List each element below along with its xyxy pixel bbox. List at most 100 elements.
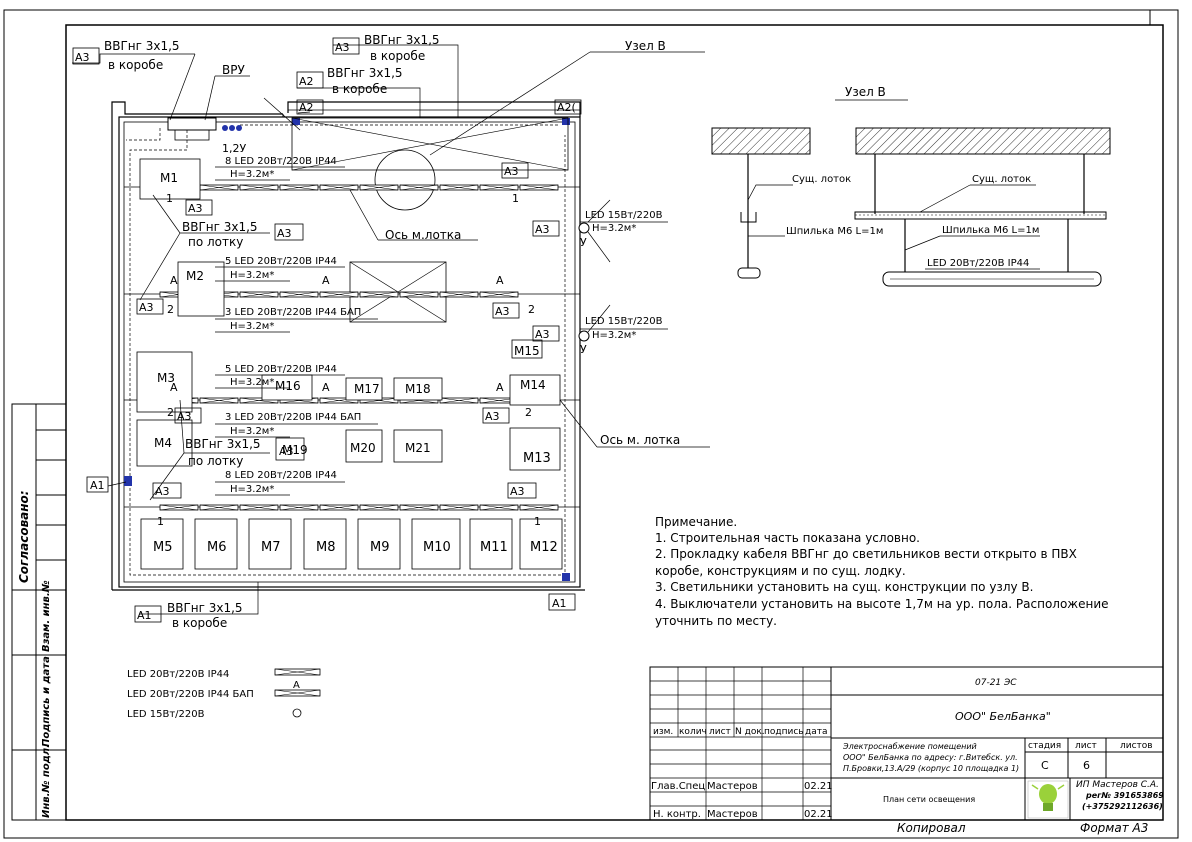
cable-note-tray1: по лотку — [188, 235, 243, 249]
notes-title: Примечание. — [655, 515, 737, 529]
note-line-6: уточнить по месту. — [655, 614, 777, 628]
stamp-inv-ref: Взам. инв.№ — [41, 580, 52, 652]
role-2: Н. контр. — [653, 809, 701, 820]
luminaire-row-4 — [159, 504, 559, 511]
num-1-r4r: 1 — [534, 515, 541, 528]
room-m16: М16 — [275, 379, 301, 393]
lum-label-row2b: 3 LED 20Вт/220В IP44 БАП — [225, 307, 361, 318]
company-line-3: (+375292112636) — [1082, 802, 1163, 811]
cable-label-bottom: ВВГнг 3х1,5 — [167, 601, 243, 615]
hdr-podpis: подпись — [764, 727, 804, 737]
stage-header: стадия — [1028, 741, 1061, 751]
node-b-detail: Узел В Сущ. лоток Сущ. лоток Шпилька М6 … — [711, 85, 1111, 287]
luminaire-row-1 — [159, 184, 559, 191]
lum-label-row3b: 3 LED 20Вт/220В IP44 БАП — [225, 412, 361, 423]
num-1-r1b: 1 — [512, 192, 519, 205]
note-line-5: 4. Выключатели установить на высоте 1,7м… — [655, 597, 1109, 611]
notes: Примечание. 1. Строительная часть показа… — [655, 515, 1109, 628]
sheet-header: лист — [1075, 741, 1097, 751]
switch-u-1: У — [580, 236, 587, 249]
node-b-label: Узел В — [625, 39, 666, 53]
led15-height-1: Н=3.2м* — [592, 223, 636, 234]
lum-label-row4: 8 LED 20Вт/220В IP44 — [225, 470, 337, 481]
num-2-r2: 2 — [167, 303, 174, 316]
client-name: ООО" БелБанка" — [955, 710, 1051, 723]
room-m11: М11 — [480, 540, 508, 555]
cable-note-top: в коробе — [370, 49, 425, 63]
object-line-3: П.Бровки,13.А/29 (корпус 10 площадка 1) — [843, 764, 1019, 773]
note-line-2: 2. Прокладку кабеля ВВГнг до светильнико… — [655, 547, 1077, 561]
tag-a3-r3l: А3 — [177, 410, 192, 423]
hdr-izm: изм. — [653, 727, 673, 737]
title-block — [649, 666, 1164, 821]
detail-tray-2: Сущ. лоток — [972, 174, 1031, 185]
stamp-agreed: Согласовано: — [17, 490, 31, 583]
sign-a-3: А — [496, 274, 504, 287]
height-row3b: Н=3.2м* — [230, 426, 274, 437]
note-line-1: 1. Строительная часть показана условно. — [655, 531, 920, 545]
room-m18: М18 — [405, 382, 431, 396]
cable-note-bottom: в коробе — [172, 616, 227, 630]
note-line-4: 3. Светильники установить на сущ. констр… — [655, 580, 1033, 594]
room-m14: М14 — [520, 378, 546, 392]
tray-axis-label-2: Ось м. лотка — [600, 433, 680, 447]
side-stamp — [11, 403, 67, 821]
height-row1: Н=3.2м* — [230, 169, 274, 180]
object-line-1: Электроснабжение помещений — [842, 742, 977, 751]
floor-plan: А3 ВВГнг 3х1,5 в коробе ВРУ А3 ВВГнг 3х1… — [72, 33, 710, 630]
outer-frame — [3, 9, 1179, 839]
cable-label-top-left: ВВГнг 3х1,5 — [104, 39, 180, 53]
tag-a3-m1: А3 — [188, 202, 203, 215]
hdr-list: лист — [709, 727, 731, 737]
copied-label: Копировал — [897, 821, 966, 835]
room-m10: М10 — [423, 540, 451, 555]
led15-label-1: LED 15Вт/220В — [585, 210, 663, 221]
sign-a-2: А — [322, 274, 330, 287]
tag-a3-top: А3 — [335, 41, 350, 54]
doc-code: 07-21 ЭС — [975, 678, 1017, 688]
note-line-3: коробе, конструкциям и по сущ. лодку. — [655, 564, 906, 578]
lum-label-row3: 5 LED 20Вт/220В IP44 — [225, 364, 337, 375]
tag-a2-wall: А2 — [299, 101, 314, 114]
sheets-header: листов — [1120, 741, 1153, 751]
switch-label-12u: 1,2У — [222, 142, 246, 155]
legend-item-1: LED 20Вт/220В IP44 — [127, 669, 229, 680]
cable-label-tray2: ВВГнг 3х1,5 — [185, 437, 261, 451]
height-row2: Н=3.2м* — [230, 270, 274, 281]
room-m7: М7 — [261, 540, 281, 555]
tag-a3-r1: А3 — [504, 165, 519, 178]
tag-a3-r3r: А3 — [485, 410, 500, 423]
stamp-sign-date: Подпись и дата — [41, 656, 52, 747]
stage-value: С — [1041, 759, 1049, 772]
num-2-r2r: 2 — [528, 303, 535, 316]
height-row2b: Н=3.2м* — [230, 321, 274, 332]
room-m21: М21 — [405, 441, 431, 455]
tag-a3-sw1: А3 — [535, 223, 550, 236]
tag-a1-right: А1 — [552, 597, 567, 610]
drawing-title: План сети освещения — [883, 795, 975, 804]
room-m3: М3 — [157, 371, 175, 385]
name-1: Мастеров — [707, 781, 758, 792]
switch-u-2: У — [580, 343, 587, 356]
sign-a-6: А — [496, 381, 504, 394]
tag-a3-sw2: А3 — [535, 328, 550, 341]
height-row3: Н=3.2м* — [230, 377, 274, 388]
tag-a3-tl: А3 — [75, 51, 90, 64]
room-m8: М8 — [316, 540, 336, 555]
role-1: Глав.Спец — [651, 781, 705, 792]
cable-note-tray2: по лотку — [188, 454, 243, 468]
object-line-2: ООО" БелБанка по адресу: г.Витебск. ул. — [843, 753, 1018, 762]
date-1: 02.21 — [804, 781, 833, 792]
tag-a3-r4r: А3 — [510, 485, 525, 498]
tag-a1-left: А1 — [90, 479, 105, 492]
detail-tray-1: Сущ. лоток — [792, 174, 851, 185]
room-m5: М5 — [153, 540, 173, 555]
cable-note-top-left: в коробе — [108, 58, 163, 72]
room-m20: М20 — [350, 441, 376, 455]
tag-a3-tray2: А3 — [279, 445, 294, 458]
cable-note-a2: в коробе — [332, 82, 387, 96]
tag-a3-tray1: А3 — [277, 227, 292, 240]
num-2-r3r: 2 — [525, 406, 532, 419]
date-2: 02.21 — [804, 809, 833, 820]
